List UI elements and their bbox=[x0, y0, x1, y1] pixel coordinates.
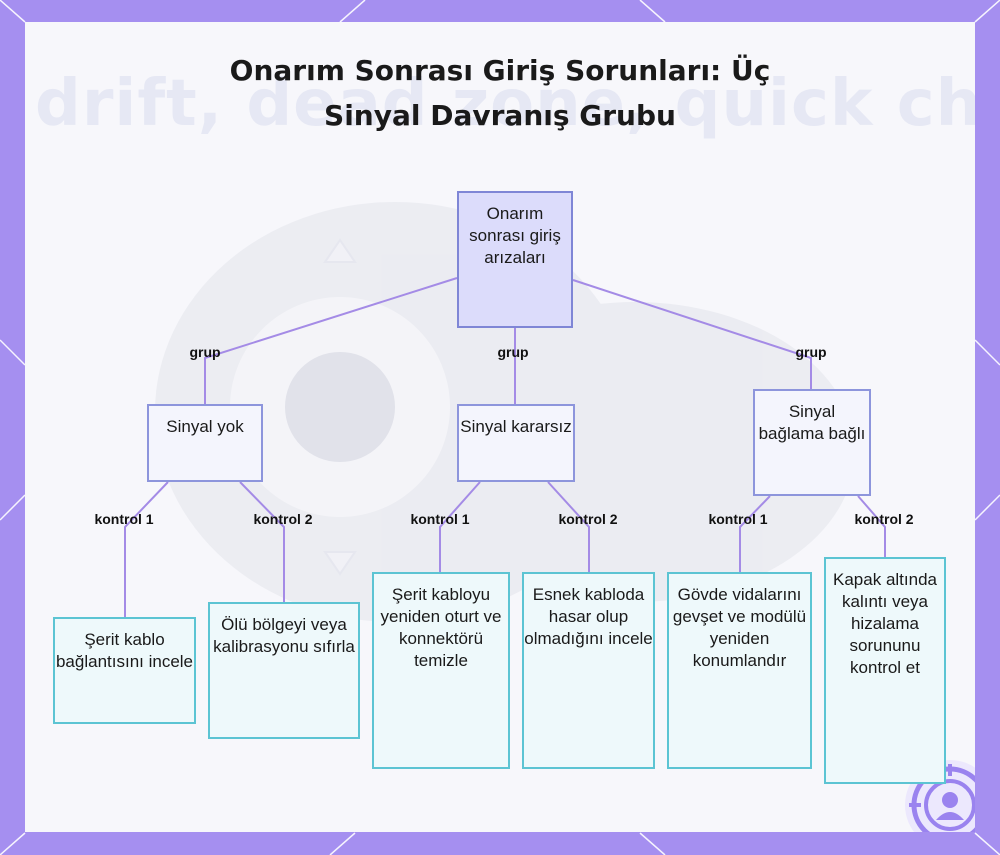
edge-group2-leaf1 bbox=[439, 481, 481, 572]
title-line-1: Onarım Sonrası Giriş Sorunları: Üç bbox=[229, 54, 771, 87]
group-node-label: Sinyal yok bbox=[166, 417, 244, 436]
background-watermark: drift, dead zone, quick check bbox=[35, 67, 975, 141]
leaf-node-2: Ölü bölgeyi veya kalibrasyonu sıfırla bbox=[208, 602, 360, 739]
group-node-no-signal: Sinyal yok bbox=[147, 404, 263, 482]
edge-group2-leaf2 bbox=[547, 481, 590, 572]
leaf-node-label: Gövde vidalarını gevşet ve modülü yenide… bbox=[672, 585, 807, 670]
edge-root-group-3 bbox=[572, 279, 812, 390]
group-node-label: Sinyal kararsız bbox=[460, 417, 572, 436]
leaf-node-label: Ölü bölgeyi veya kalibrasyonu sıfırla bbox=[213, 615, 355, 656]
leaf-node-label: Şerit kabloyu yeniden oturt ve konnektör… bbox=[380, 585, 502, 670]
title-line-2: Sinyal Davranış Grubu bbox=[324, 99, 676, 132]
edge-group1-leaf2 bbox=[239, 481, 285, 602]
edge-label-group-2: grup bbox=[497, 344, 529, 360]
leaf-node-6: Kapak altında kalıntı veya hizalama soru… bbox=[824, 557, 946, 784]
leaf-node-3: Şerit kabloyu yeniden oturt ve konnektör… bbox=[372, 572, 510, 769]
edge-group1-leaf1 bbox=[124, 481, 169, 617]
page-title: Onarım Sonrası Giriş Sorunları: Üç Sinya… bbox=[150, 48, 850, 138]
leaf-node-4: Esnek kabloda hasar olup olmadığını ince… bbox=[522, 572, 655, 769]
group-node-context-signal: Sinyal bağlama bağlı bbox=[753, 389, 871, 496]
leaf-node-5: Gövde vidalarını gevşet ve modülü yenide… bbox=[667, 572, 812, 769]
edge-label-group-3: grup bbox=[795, 344, 827, 360]
group-node-unstable-signal: Sinyal kararsız bbox=[457, 404, 575, 482]
group-node-label: Sinyal bağlama bağlı bbox=[758, 402, 866, 443]
edge-label-leaf-6: kontrol 2 bbox=[854, 511, 914, 527]
edge-root-group-1 bbox=[204, 277, 458, 404]
edge-label-leaf-2: kontrol 2 bbox=[253, 511, 313, 527]
edge-label-leaf-4: kontrol 2 bbox=[558, 511, 618, 527]
edge-label-leaf-1: kontrol 1 bbox=[94, 511, 154, 527]
leaf-node-label: Kapak altında kalıntı veya hizalama soru… bbox=[833, 570, 937, 677]
edge-group3-leaf2 bbox=[857, 495, 886, 557]
leaf-node-label: Esnek kabloda hasar olup olmadığını ince… bbox=[524, 585, 653, 648]
root-node: Onarım sonrası giriş arızaları bbox=[457, 191, 573, 328]
edge-label-group-1: grup bbox=[189, 344, 221, 360]
edge-label-leaf-3: kontrol 1 bbox=[410, 511, 470, 527]
root-node-label: Onarım sonrası giriş arızaları bbox=[469, 204, 561, 267]
edge-label-leaf-5: kontrol 1 bbox=[708, 511, 768, 527]
leaf-node-1: Şerit kablo bağlantısını incele bbox=[53, 617, 196, 724]
edge-group3-leaf1 bbox=[739, 495, 771, 572]
leaf-node-label: Şerit kablo bağlantısını incele bbox=[55, 630, 194, 671]
